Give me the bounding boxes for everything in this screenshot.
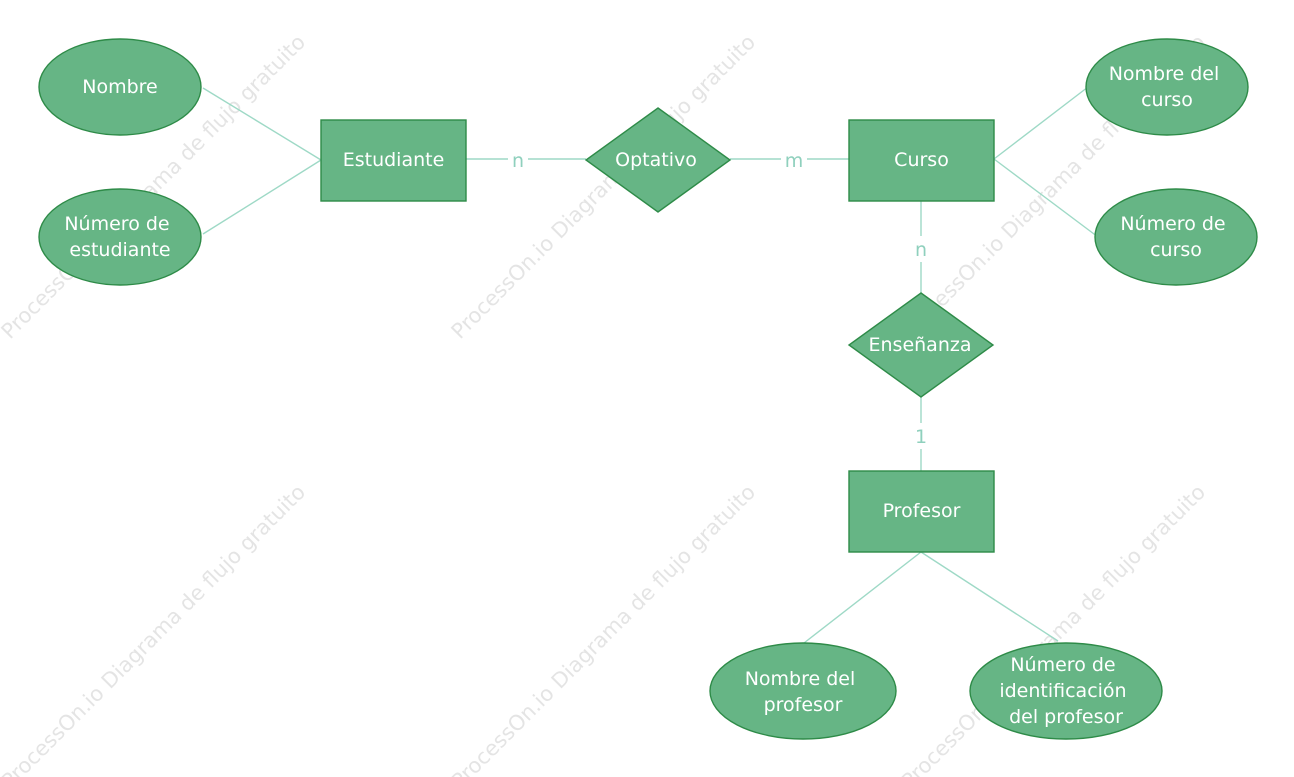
attribute-label: Número de curso <box>1120 213 1231 261</box>
connector-curso-nombre-curso <box>993 86 1089 160</box>
connector-profesor-nombre-profesor <box>803 551 922 644</box>
entity-estudiante[interactable]: Estudiante <box>320 119 467 202</box>
entity-curso[interactable]: Curso <box>848 119 995 202</box>
attribute-label: Nombre del profesor <box>745 668 862 716</box>
attribute-ellipse <box>1085 38 1249 136</box>
attribute-numero-curso[interactable]: Número de curso <box>1094 188 1258 286</box>
label-backdrop <box>508 148 528 172</box>
attribute-label: Nombre del curso <box>1109 63 1226 111</box>
cardinality-curso-ensenanza: n <box>915 239 927 261</box>
connector-numero-estudiante <box>202 159 322 235</box>
attribute-nombre-curso[interactable]: Nombre del curso <box>1085 38 1249 136</box>
cardinality-ensenanza-profesor: 1 <box>915 426 927 448</box>
relationship-diamond <box>847 292 995 398</box>
entity-box <box>320 119 467 202</box>
entity-box <box>848 119 995 202</box>
relationship-ensenanza[interactable]: Enseñanza <box>847 292 995 398</box>
cardinality-estudiante-optativo: n <box>512 150 524 172</box>
entity-label: Estudiante <box>343 149 445 171</box>
attribute-label: Número de estudiante <box>64 213 175 261</box>
attribute-id-profesor[interactable]: Número de identificación del profesor <box>969 642 1163 740</box>
watermark-text: ProcessOn.io Diagrama de flujo gratuito <box>447 480 761 777</box>
connector-nombre-estudiante <box>202 87 322 161</box>
entity-label: Profesor <box>883 500 961 522</box>
attribute-nombre-profesor[interactable]: Nombre del profesor <box>709 642 897 740</box>
relationship-label: Optativo <box>615 149 697 171</box>
cardinality-optativo-curso: m <box>785 150 804 172</box>
entity-label: Curso <box>894 149 949 171</box>
entity-profesor[interactable]: Profesor <box>848 470 995 553</box>
relationship-label: Enseñanza <box>869 334 972 356</box>
attribute-ellipse <box>709 642 897 740</box>
connector-profesor-id-profesor <box>920 551 1059 642</box>
attribute-nombre[interactable]: Nombre <box>38 38 202 136</box>
attribute-ellipse <box>1094 188 1258 286</box>
label-backdrop <box>910 423 932 449</box>
attribute-label: Nombre <box>82 76 158 98</box>
attribute-numero-estudiante[interactable]: Número de estudiante <box>38 188 202 286</box>
label-backdrop <box>781 148 807 172</box>
entity-box <box>848 470 995 553</box>
connector-curso-numero-curso <box>993 158 1099 238</box>
attribute-label: Número de identificación del profesor <box>999 654 1132 728</box>
cardinality-labels: n m n 1 <box>508 148 932 449</box>
watermark-text: ProcessOn.io Diagrama de flujo gratuito <box>447 30 761 344</box>
label-backdrop <box>910 236 932 262</box>
attribute-ellipse <box>38 38 202 136</box>
attribute-ellipse <box>38 188 202 286</box>
relationship-optativo[interactable]: Optativo <box>584 107 732 213</box>
attribute-ellipse <box>969 642 1163 740</box>
relationship-diamond <box>584 107 732 213</box>
watermark-text: ProcessOn.io Diagrama de flujo gratuito <box>0 480 310 777</box>
